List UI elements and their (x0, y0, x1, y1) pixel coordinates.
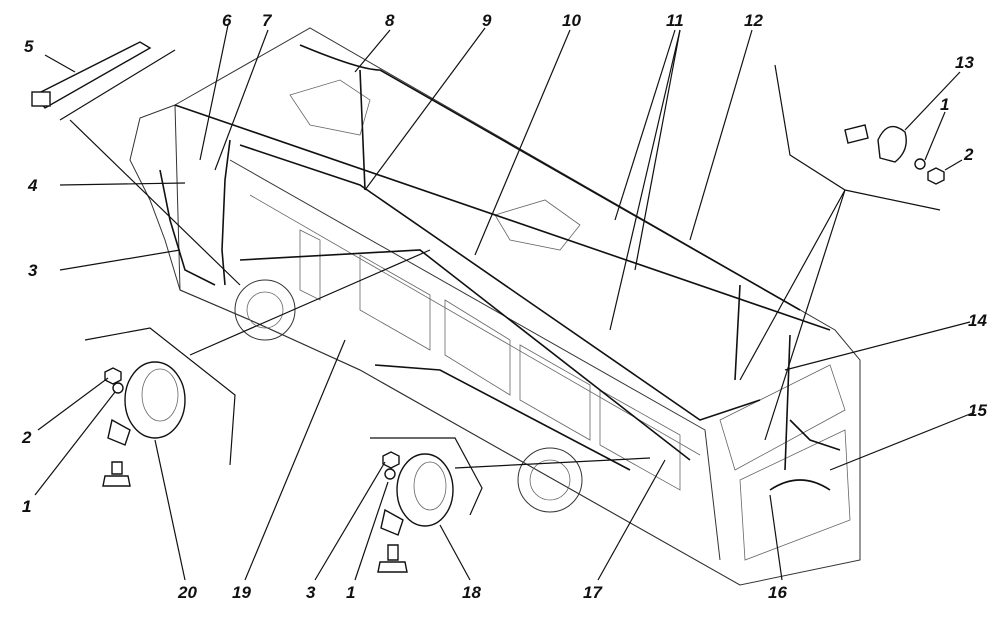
callout-14: 14 (968, 311, 987, 330)
clamp-assembly-center (377, 451, 454, 573)
callout-16: 16 (768, 583, 787, 602)
callout-1-b: 1 (22, 497, 31, 516)
callout-1-c: 1 (346, 583, 355, 602)
callout-3-b: 3 (306, 583, 316, 602)
callout-11: 11 (666, 11, 684, 30)
bus-body-outline (129, 27, 861, 586)
callout-3-a: 3 (28, 261, 38, 280)
callout-4: 4 (27, 176, 38, 195)
callout-9: 9 (482, 11, 492, 30)
clamp-assembly-top-right (844, 124, 945, 185)
cable-tie-part (31, 41, 152, 109)
callout-6: 6 (222, 11, 232, 30)
callout-1-d: 1 (22, 497, 31, 516)
callout-1-a: 1 (940, 95, 949, 114)
callout-numbers: 1 1 1 1 2 2 3 3 4 5 6 7 8 9 10 11 12 13 … (21, 11, 987, 602)
callout-8: 8 (385, 11, 395, 30)
wiring-harness (159, 44, 841, 491)
callout-13: 13 (955, 53, 974, 72)
callout-12: 12 (744, 11, 763, 30)
clamp-assembly-left (102, 361, 186, 487)
callout-19: 19 (232, 583, 251, 602)
callout-20: 20 (177, 583, 197, 602)
callout-18: 18 (462, 583, 481, 602)
leader-lines (34, 24, 976, 581)
callout-2-b: 2 (21, 428, 32, 447)
callout-10: 10 (562, 11, 581, 30)
callout-5: 5 (24, 37, 34, 56)
callout-2-a: 2 (963, 145, 974, 164)
callout-15: 15 (968, 401, 987, 420)
callout-7: 7 (262, 11, 273, 30)
callout-17: 17 (583, 583, 603, 602)
